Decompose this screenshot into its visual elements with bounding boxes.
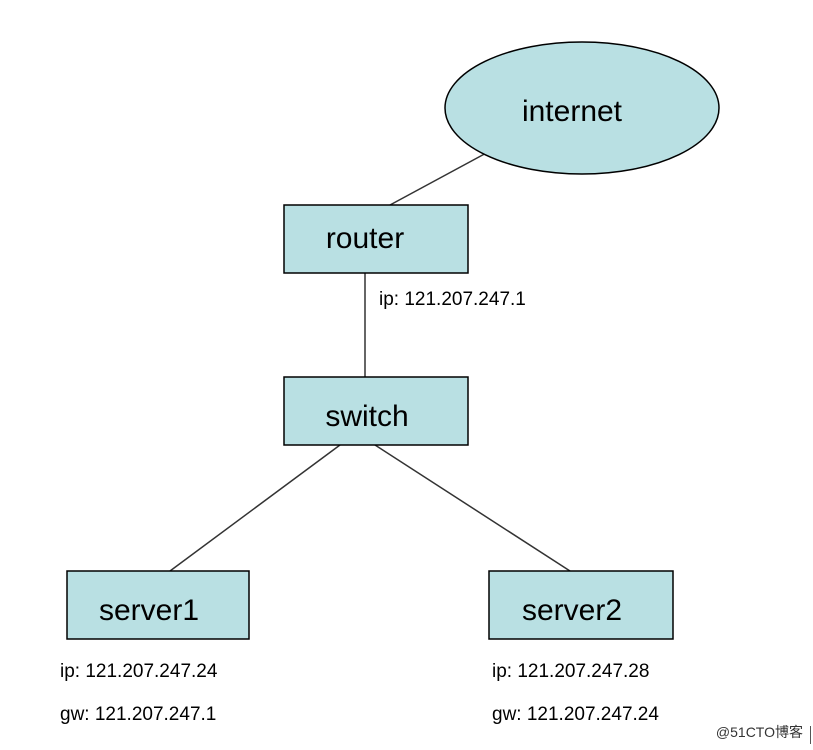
link-switch-server1	[169, 444, 341, 572]
link-switch-server2	[374, 444, 571, 572]
router-node: router	[283, 204, 469, 274]
server2-node: server2	[488, 570, 674, 640]
internet-node: internet	[444, 41, 720, 175]
server2-ip-label: ip: 121.207.247.28	[492, 661, 649, 682]
watermark-text: @51CTO博客	[715, 724, 803, 740]
switch-node: switch	[283, 376, 469, 446]
server1-ip-label: ip: 121.207.247.24	[60, 661, 218, 682]
watermark-divider	[810, 726, 811, 744]
internet-label: internet	[522, 95, 623, 128]
server1-node: server1	[66, 570, 250, 640]
server2-label: server2	[522, 594, 622, 627]
server1-label: server1	[99, 594, 199, 627]
router-label: router	[326, 222, 404, 255]
server2-gw-label: gw: 121.207.247.24	[492, 704, 659, 725]
router-ip-label: ip: 121.207.247.1	[379, 289, 526, 310]
server1-gw-label: gw: 121.207.247.1	[60, 704, 216, 725]
switch-label: switch	[325, 400, 408, 433]
link-internet-router	[389, 150, 491, 206]
